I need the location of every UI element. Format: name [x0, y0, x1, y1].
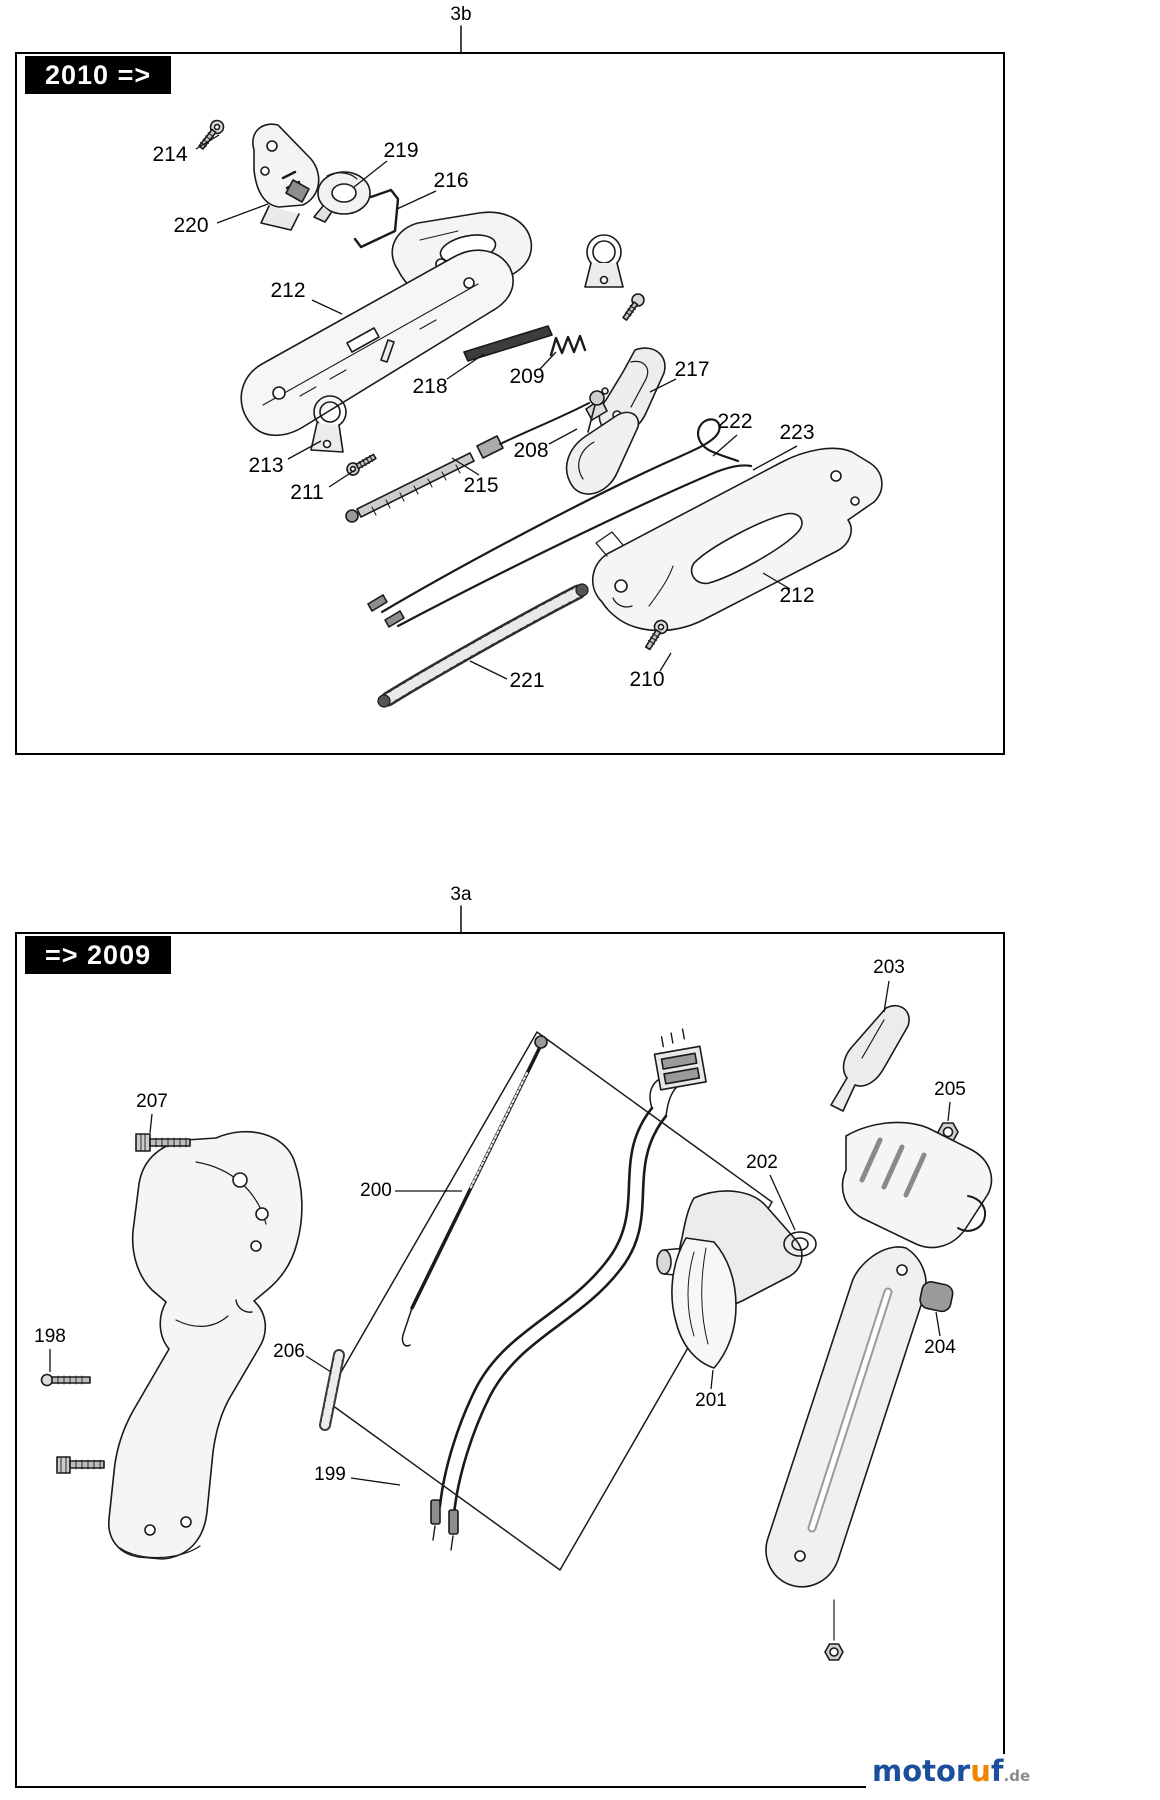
- cable-rod-200-drawing: [401, 1035, 548, 1347]
- callout-216: 216: [433, 169, 469, 192]
- screw-211-drawing: [346, 453, 377, 476]
- housing-tray-212-drawing: [240, 249, 514, 437]
- screw-210-drawing: [644, 619, 669, 651]
- callout-199: 199: [314, 1464, 346, 1485]
- spring-206-drawing: [319, 1349, 345, 1431]
- callout-219: 219: [383, 139, 419, 162]
- cables-199-drawing: [430, 1028, 707, 1551]
- callout-212-right: 212: [779, 584, 815, 607]
- logo-text-u: u: [970, 1754, 991, 1788]
- callout-208: 208: [513, 439, 549, 462]
- callout-200: 200: [360, 1180, 392, 1201]
- throttle-201-drawing: [656, 1190, 803, 1369]
- logo-text-f: f: [990, 1754, 1004, 1788]
- callout-221: 221: [509, 669, 545, 692]
- callout-209: 209: [509, 365, 545, 388]
- left-housing-drawing: [108, 1130, 303, 1560]
- callout-217: 217: [674, 358, 710, 381]
- year-badge-2009: => 2009: [25, 936, 172, 974]
- washer-202-drawing: [783, 1231, 817, 1257]
- ring-219-drawing: [313, 171, 371, 223]
- lever-203-drawing: [830, 1004, 910, 1112]
- bar-218-drawing: [463, 325, 553, 362]
- wire-222-223-drawing: [367, 418, 753, 628]
- cap-204-drawing: [919, 1281, 954, 1313]
- callout-213: 213: [248, 454, 284, 477]
- callout-206: 206: [273, 1341, 305, 1362]
- wire-216-drawing: [353, 188, 400, 249]
- screw-198-drawing: [40, 1373, 105, 1474]
- drawing-2010-assembly: [198, 119, 883, 708]
- callout-222: 222: [717, 410, 753, 433]
- callout-215: 215: [463, 474, 499, 497]
- motoruf-logo[interactable]: motoruf.de: [866, 1754, 1037, 1793]
- lever-208-drawing: [565, 387, 640, 495]
- callout-204: 204: [924, 1337, 956, 1358]
- year-badge-2010: 2010 =>: [25, 56, 172, 94]
- callout-201: 201: [695, 1390, 727, 1411]
- plate-220-drawing: [252, 123, 320, 231]
- callout-223: 223: [779, 421, 815, 444]
- nut-205-drawing: [937, 1122, 959, 1142]
- clamp-right-drawing: [584, 234, 624, 288]
- leader-lines: [49, 134, 951, 1486]
- callout-210: 210: [629, 668, 665, 691]
- logo-text-de: .de: [1003, 1767, 1031, 1785]
- screw-207-drawing: [135, 1133, 191, 1152]
- section-label-3a: 3a: [450, 884, 472, 905]
- callout-220: 220: [173, 214, 209, 237]
- callout-212-left: 212: [270, 279, 306, 302]
- housing-right-212-drawing: [592, 447, 883, 632]
- callout-214: 214: [152, 143, 188, 166]
- logo-text-motor: motor: [872, 1754, 971, 1788]
- callout-198: 198: [34, 1326, 66, 1347]
- right-housing-drawing: [765, 1121, 993, 1661]
- screw-clamp-drawing: [622, 293, 645, 321]
- drawing-2009-assembly: [40, 1004, 993, 1661]
- callout-211: 211: [290, 481, 324, 504]
- section-label-3b: 3b: [450, 4, 472, 25]
- detail-box-outline: [324, 1031, 773, 1571]
- callout-205: 205: [934, 1079, 966, 1100]
- callout-203: 203: [873, 957, 905, 978]
- callout-202: 202: [746, 1152, 778, 1173]
- callout-218: 218: [412, 375, 448, 398]
- diagram-panel-2010: [15, 52, 1005, 755]
- clamp-213-drawing: [310, 395, 347, 453]
- coil-hose-221-drawing: [377, 583, 589, 708]
- cable-215-drawing: [345, 402, 590, 523]
- callout-207: 207: [136, 1091, 168, 1112]
- spring-209-drawing: [549, 334, 587, 357]
